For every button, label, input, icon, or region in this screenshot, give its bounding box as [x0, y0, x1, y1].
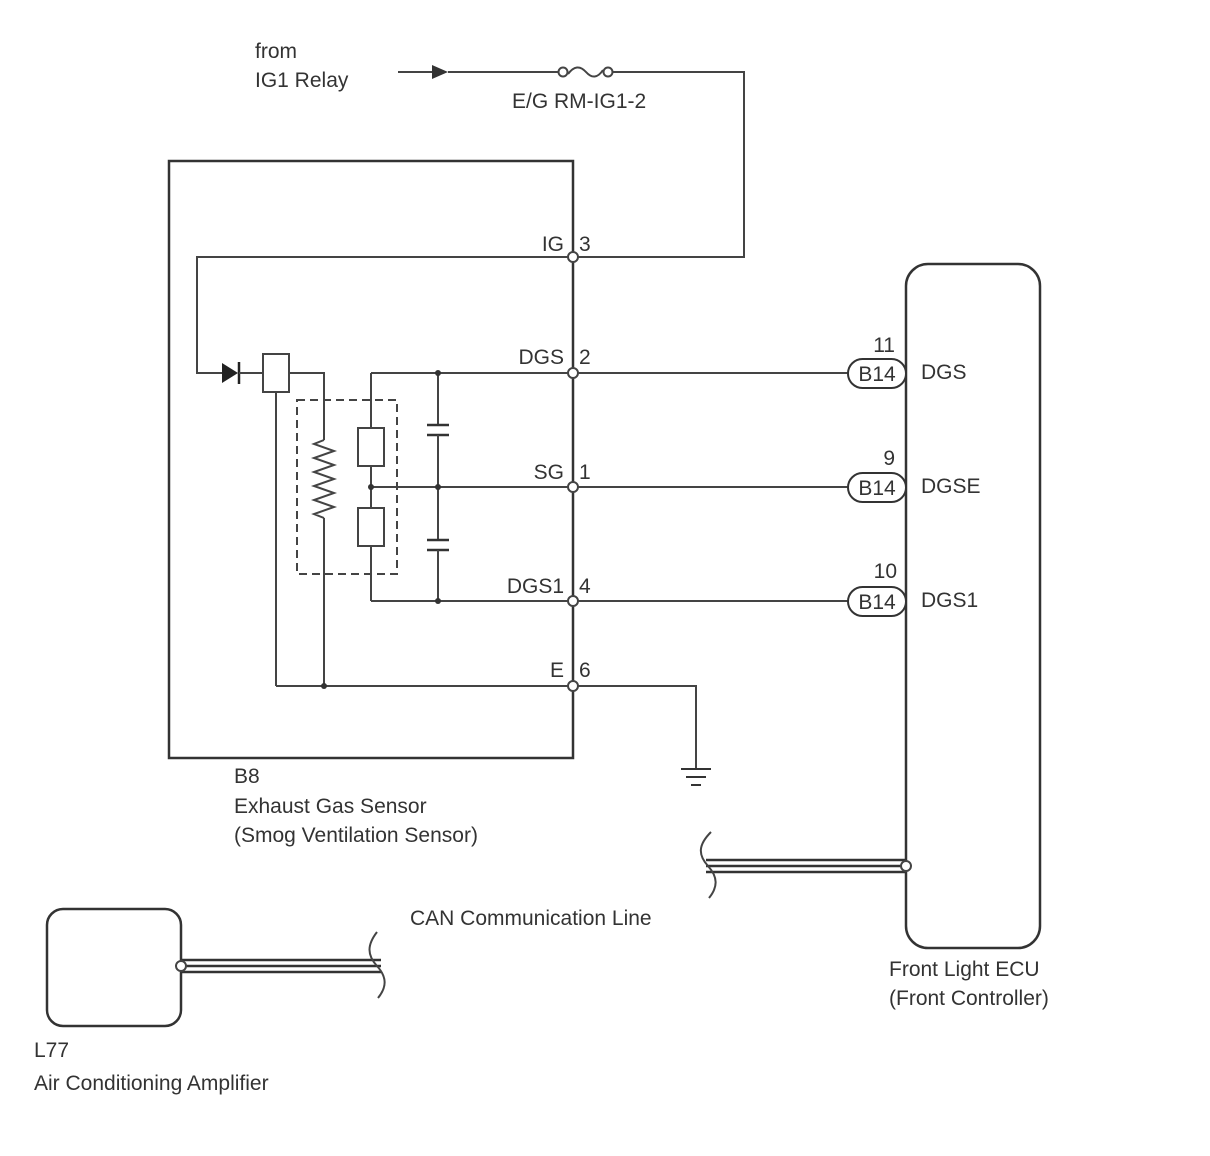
fuse-label: E/G RM-IG1-2	[512, 90, 646, 113]
wire-ground	[578, 685, 697, 768]
terminal-dgs	[567, 367, 579, 379]
connector-label: B14	[858, 477, 896, 500]
ecu-name-sub: (Front Controller)	[889, 987, 1049, 1010]
sensing-element-icon	[357, 507, 385, 547]
pin-name-dgs: DGS	[518, 346, 564, 369]
pin-num-dgs1: 4	[579, 575, 591, 598]
wire-heater-resistor	[289, 372, 325, 440]
source-label-line2: IG1 Relay	[255, 69, 349, 92]
heater-element-icon	[262, 353, 290, 393]
connector-label: B14	[858, 363, 896, 386]
junction-dot	[435, 598, 441, 604]
sensor-name: Exhaust Gas Sensor	[234, 795, 427, 818]
ecu-pin-label-dgse: DGSE	[921, 475, 981, 498]
ecu-pin-num-dgs1: 10	[874, 560, 897, 583]
source-arrow-icon	[398, 65, 448, 79]
terminal-e	[567, 680, 579, 692]
pin-num-ig: 3	[579, 233, 591, 256]
connector-badge	[847, 472, 907, 503]
pin-name-dgs1: DGS1	[507, 575, 564, 598]
pin-name-e: E	[550, 659, 564, 682]
ground-icon	[681, 768, 711, 786]
can-bus-ecu	[706, 858, 906, 874]
pin-name-sg: SG	[534, 461, 564, 484]
resistor-icon	[310, 439, 338, 519]
pin-num-sg: 1	[579, 461, 591, 484]
sensor-box	[167, 159, 575, 760]
junction-dot	[435, 484, 441, 490]
terminal-sg	[567, 481, 579, 493]
can-break-icon	[699, 831, 717, 899]
terminal-can-ecu	[900, 860, 912, 872]
connector-badge	[847, 586, 907, 617]
amplifier-box	[45, 907, 183, 1028]
pin-num-dgs: 2	[579, 346, 591, 369]
sensor-name-sub: (Smog Ventilation Sensor)	[234, 824, 478, 847]
junction-dot	[435, 370, 441, 376]
junction-dot	[368, 484, 374, 490]
terminal-dgs1	[567, 595, 579, 607]
ecu-pin-num-dgse: 9	[883, 447, 895, 470]
sensor-code: B8	[234, 765, 260, 788]
connector-label: B14	[858, 591, 896, 614]
diode-icon	[222, 362, 241, 384]
fuse-icon	[557, 66, 614, 78]
wire-ig-internal	[196, 256, 573, 374]
pin-num-e: 6	[579, 659, 591, 682]
junction-dot	[321, 683, 327, 689]
ecu-pin-label-dgs: DGS	[921, 361, 967, 384]
ecu-name: Front Light ECU	[889, 958, 1040, 981]
amplifier-name: Air Conditioning Amplifier	[34, 1072, 269, 1095]
ecu-pin-num-dgs: 11	[873, 334, 895, 357]
terminal-ig	[567, 251, 579, 263]
ecu-pin-label-dgs1: DGS1	[921, 589, 978, 612]
can-break-icon	[368, 931, 386, 999]
amplifier-code: L77	[34, 1039, 69, 1062]
pin-name-ig: IG	[542, 233, 564, 256]
capacitor-icon	[427, 423, 449, 437]
connector-badge	[847, 358, 907, 389]
capacitor-icon	[427, 538, 449, 552]
sensing-element-icon	[357, 427, 385, 467]
wire-fuse-ig	[573, 71, 745, 258]
can-bus-amplifier	[181, 958, 381, 974]
source-label-line1: from	[255, 40, 297, 63]
can-label: CAN Communication Line	[410, 907, 652, 930]
terminal-can-amplifier	[175, 960, 187, 972]
